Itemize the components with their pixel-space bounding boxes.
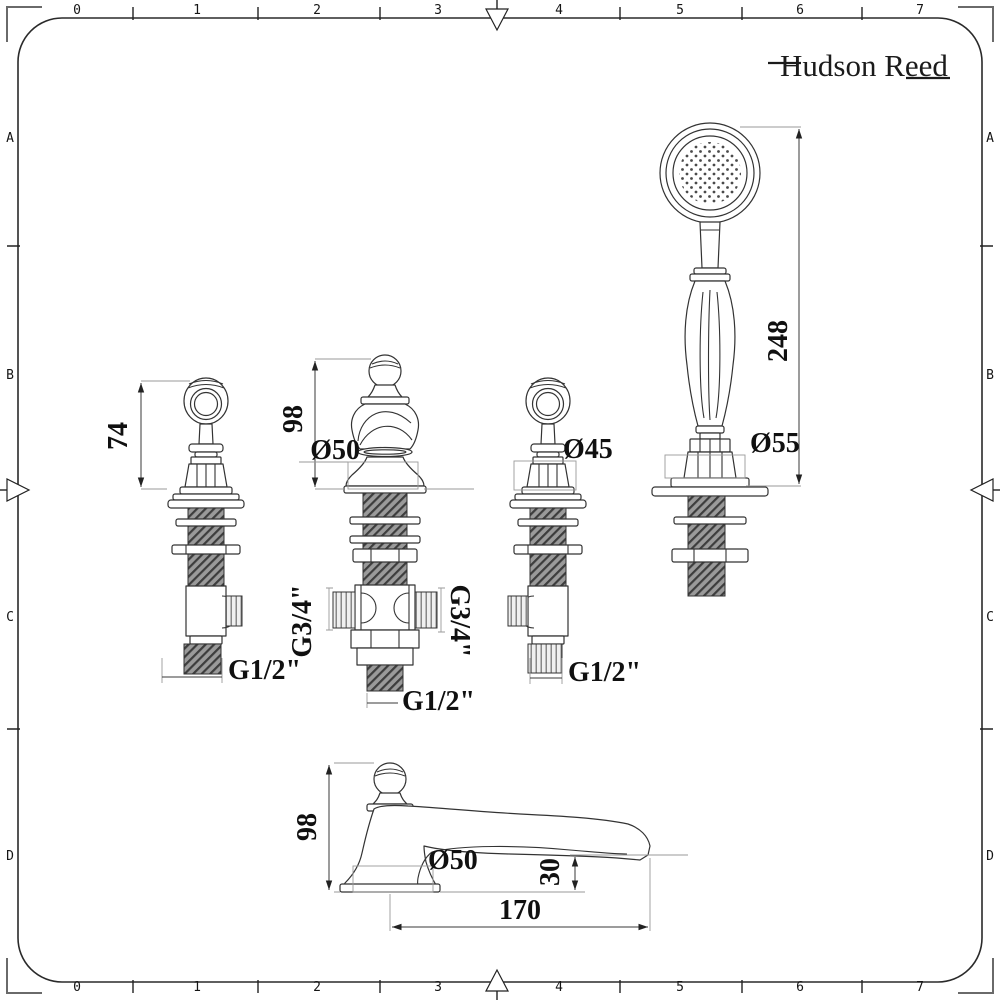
valve-left-height-label: 74 (103, 422, 134, 450)
ruler-bottom: 0 1 2 3 4 5 6 7 (73, 968, 924, 1000)
handset-diameter-label: Ø55 (750, 428, 800, 459)
spout-side-drop-label: 30 (535, 858, 566, 886)
spout-side-reach-label: 170 (499, 895, 541, 926)
ruler-label: 3 (434, 980, 442, 995)
ruler-label: C (6, 610, 14, 625)
valve-right-drawing: G1/2" Ø45 (507, 377, 641, 688)
handset-drawing: 248 Ø55 (651, 122, 803, 597)
ruler-label: 5 (676, 980, 684, 995)
ruler-label: 1 (193, 3, 201, 18)
ruler-label: A (986, 131, 994, 146)
ruler-label: 2 (313, 980, 321, 995)
ruler-label: 6 (796, 3, 804, 18)
ruler-label: B (986, 368, 994, 383)
spout-front-side-left-label: G3/4" (287, 584, 318, 657)
spout-front-drawing: G1/2" G3/4" G3/4" 98 Ø50 (278, 354, 475, 717)
ruler-label: 3 (434, 3, 442, 18)
ruler-label: A (6, 131, 14, 146)
center-mark-left-icon (6, 478, 31, 502)
ruler-label: 7 (916, 3, 924, 18)
ruler-label: 0 (73, 980, 81, 995)
valve-right-diameter-label: Ø45 (563, 434, 613, 465)
ruler-label: 7 (916, 980, 924, 995)
ruler-label: 5 (676, 3, 684, 18)
handset-height-label: 248 (763, 320, 794, 362)
ruler-label: 4 (555, 980, 563, 995)
spout-side-height-label: 98 (292, 813, 323, 841)
center-mark-right-icon (969, 478, 994, 502)
spout-front-side-right-label: G3/4" (444, 584, 475, 657)
ruler-left: A B C D (0, 131, 31, 864)
ruler-label: 4 (555, 3, 563, 18)
ruler-label: B (6, 368, 14, 383)
ruler-label: 6 (796, 980, 804, 995)
spout-front-height-label: 98 (278, 405, 309, 433)
ruler-top: 0 1 2 3 4 5 6 7 (73, 0, 924, 32)
center-mark-top-icon (485, 8, 509, 32)
valve-right-outlet-label: G1/2" (568, 657, 641, 688)
spout-front-diameter-label: Ø50 (310, 435, 360, 466)
ruler-label: C (986, 610, 994, 625)
ruler-label: D (986, 849, 994, 864)
spray-face (679, 142, 741, 204)
center-mark-bottom-icon (485, 968, 509, 992)
ruler-label: D (6, 849, 14, 864)
brand-logo: Hudson Reed (768, 48, 950, 83)
valve-left-drawing: G1/2" 74 (103, 377, 301, 686)
ruler-label: 1 (193, 980, 201, 995)
spout-side-diameter-label: Ø50 (428, 845, 478, 876)
ruler-label: 0 (73, 3, 81, 18)
ruler-right: A B C D (969, 131, 1000, 864)
valve-left-outlet-label: G1/2" (228, 655, 301, 686)
spout-side-drawing: 98 Ø50 30 170 (292, 762, 688, 931)
spout-front-outlet-label: G1/2" (402, 686, 475, 717)
ruler-label: 2 (313, 3, 321, 18)
